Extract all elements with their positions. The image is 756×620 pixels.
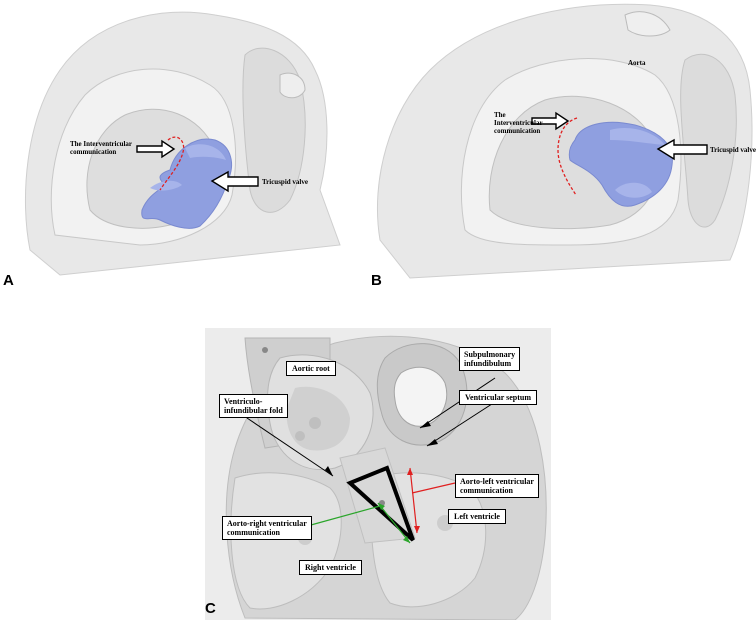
label-c-ventriculo-infundibular: Ventriculo- infundibular fold [219,394,288,418]
label-c-aorto-right: Aorto-right ventricular communication [222,516,312,540]
tricuspid-valve-shape-b [568,121,673,207]
panel-c-letter: C [205,600,216,617]
label-b-aorta: Aorta [628,59,646,67]
panel-c-image [205,328,551,620]
vi-fold-triangle [346,465,415,542]
panel-a-image: The Interventricular communication Tricu… [0,0,345,300]
label-a-tricuspid: Tricuspid valve [262,178,308,186]
label-c-subpulmonary: Subpulmonary infundibulum [459,347,521,371]
label-c-aorto-left: Aorto-left ventricular communication [455,474,539,498]
defect-outline-a [159,136,185,191]
label-b-interventricular: The Interventricular communication [494,111,543,135]
label-b-tricuspid: Tricuspid valve [710,146,756,154]
label-a-interventricular: The Interventricular communication [70,140,133,156]
panel-b-letter: B [371,272,382,289]
label-c-left-ventricle: Left ventricle [448,509,506,524]
label-c-ventricular-septum: Ventricular septum [459,390,537,405]
label-c-aortic-root: Aortic root [286,361,336,376]
label-c-right-ventricle: Right ventricle [299,560,362,575]
panel-b-image: Aorta The Interventricular communication… [370,0,756,300]
defect-outline-b [557,117,578,196]
panel-a-letter: A [3,272,14,289]
